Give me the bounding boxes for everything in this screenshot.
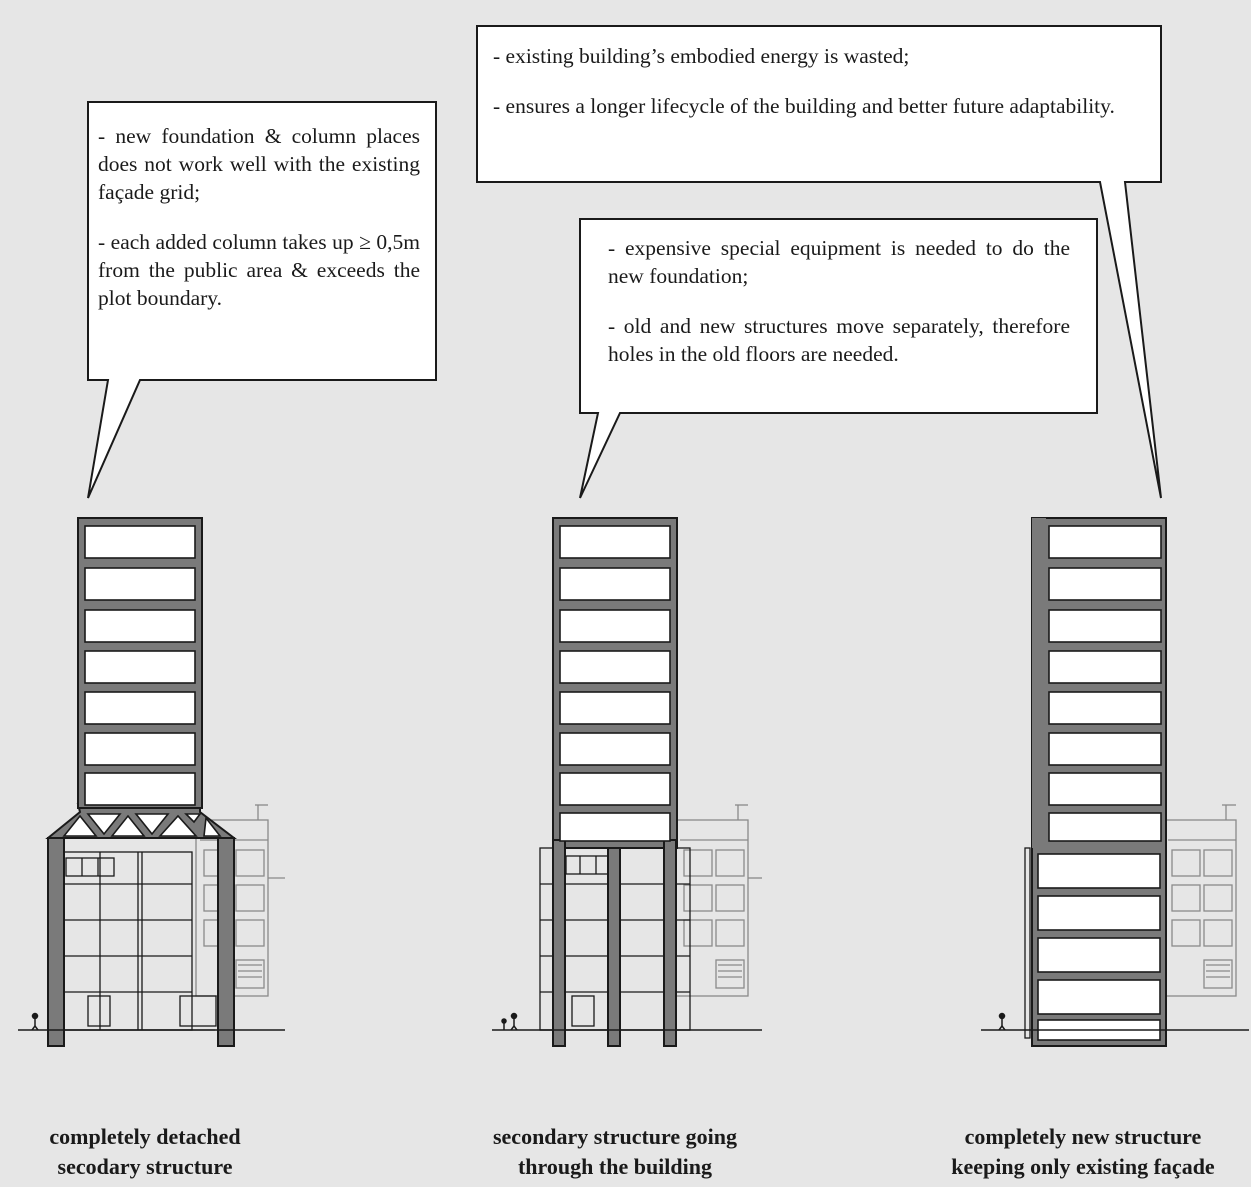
caption-right: completely new structure keeping only ex… — [920, 1122, 1246, 1182]
old-interior-left — [61, 851, 217, 1031]
caption-right-line-2: keeping only existing façade — [951, 1154, 1215, 1179]
bubble-left — [87, 101, 437, 499]
caption-middle: secondary structure going through the bu… — [455, 1122, 775, 1182]
old-building-middle — [675, 804, 762, 997]
person-figure — [998, 1012, 1006, 1031]
person-figure — [31, 1012, 39, 1031]
caption-right-line-1: completely new structure — [964, 1124, 1202, 1149]
people-figures — [501, 1012, 518, 1031]
caption-middle-line-2: through the building — [517, 1154, 712, 1179]
bubble-left-note-1: - new foundation & column places does no… — [98, 124, 420, 204]
old-facade-right — [1163, 804, 1237, 997]
bubble-middle-note-1: - expensive special equipment is needed … — [608, 236, 1070, 288]
bubble-left-note-2: - each added column takes up ≥ 0,5m from… — [98, 230, 420, 310]
bubble-top-right-note-2: - ensures a longer lifecycle of the buil… — [493, 94, 1115, 118]
caption-left: completely detached secodary structure — [10, 1122, 280, 1182]
bubble-left-text: - new foundation & column places does no… — [98, 122, 420, 312]
caption-left-line-2: secodary structure — [57, 1154, 233, 1179]
caption-left-line-1: completely detached — [49, 1124, 241, 1149]
bubble-middle-note-2: - old and new structures move separately… — [608, 314, 1070, 366]
building-through-structure — [492, 517, 762, 1047]
bubble-top-right — [476, 25, 1162, 499]
bubble-middle-text: - expensive special equipment is needed … — [608, 234, 1070, 368]
building-new-structure — [981, 517, 1249, 1047]
caption-middle-line-1: secondary structure going — [492, 1124, 738, 1149]
bubble-top-right-note-1: - existing building’s embodied energy is… — [493, 44, 910, 68]
building-detached-structure — [18, 517, 285, 1047]
bubble-top-right-text: - existing building’s embodied energy is… — [493, 42, 1143, 120]
bubble-middle — [579, 218, 1098, 499]
